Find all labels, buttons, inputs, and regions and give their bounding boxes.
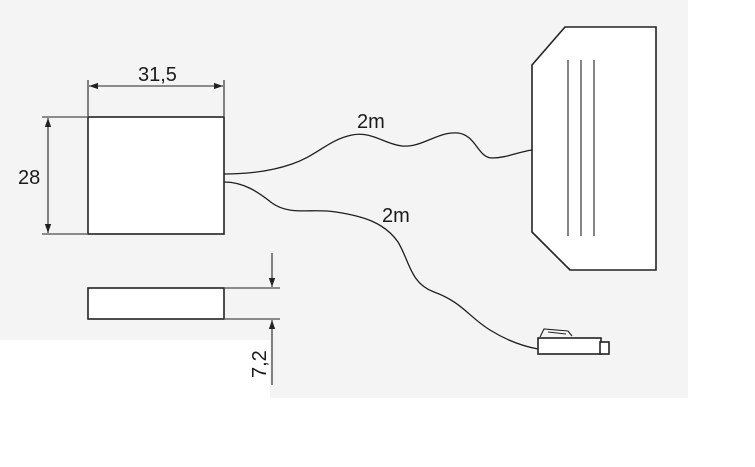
large-connector: [531, 26, 657, 271]
height-dimension: 28: [18, 116, 87, 235]
thickness-dimension: 7,2: [225, 253, 280, 385]
modular-plug-tip: [599, 341, 610, 355]
device-box-top-view: [87, 116, 225, 235]
height-dimension-label: 28: [18, 167, 40, 189]
width-dimension-label: 31,5: [138, 64, 177, 86]
device-box-side-view: [87, 287, 225, 320]
cable-lower: [223, 181, 539, 350]
cable-upper-length-label: 2m: [357, 111, 385, 133]
modular-plug-latch: [539, 328, 573, 338]
width-dimension: 31,5: [87, 64, 225, 116]
cable-upper: [223, 132, 533, 175]
cable-lower-length-label: 2m: [382, 205, 410, 227]
modular-plug-latch-detail: [547, 331, 567, 335]
modular-plug-body: [537, 337, 602, 355]
thickness-dimension-label: 7,2: [249, 350, 271, 378]
modular-plug: [537, 328, 610, 355]
